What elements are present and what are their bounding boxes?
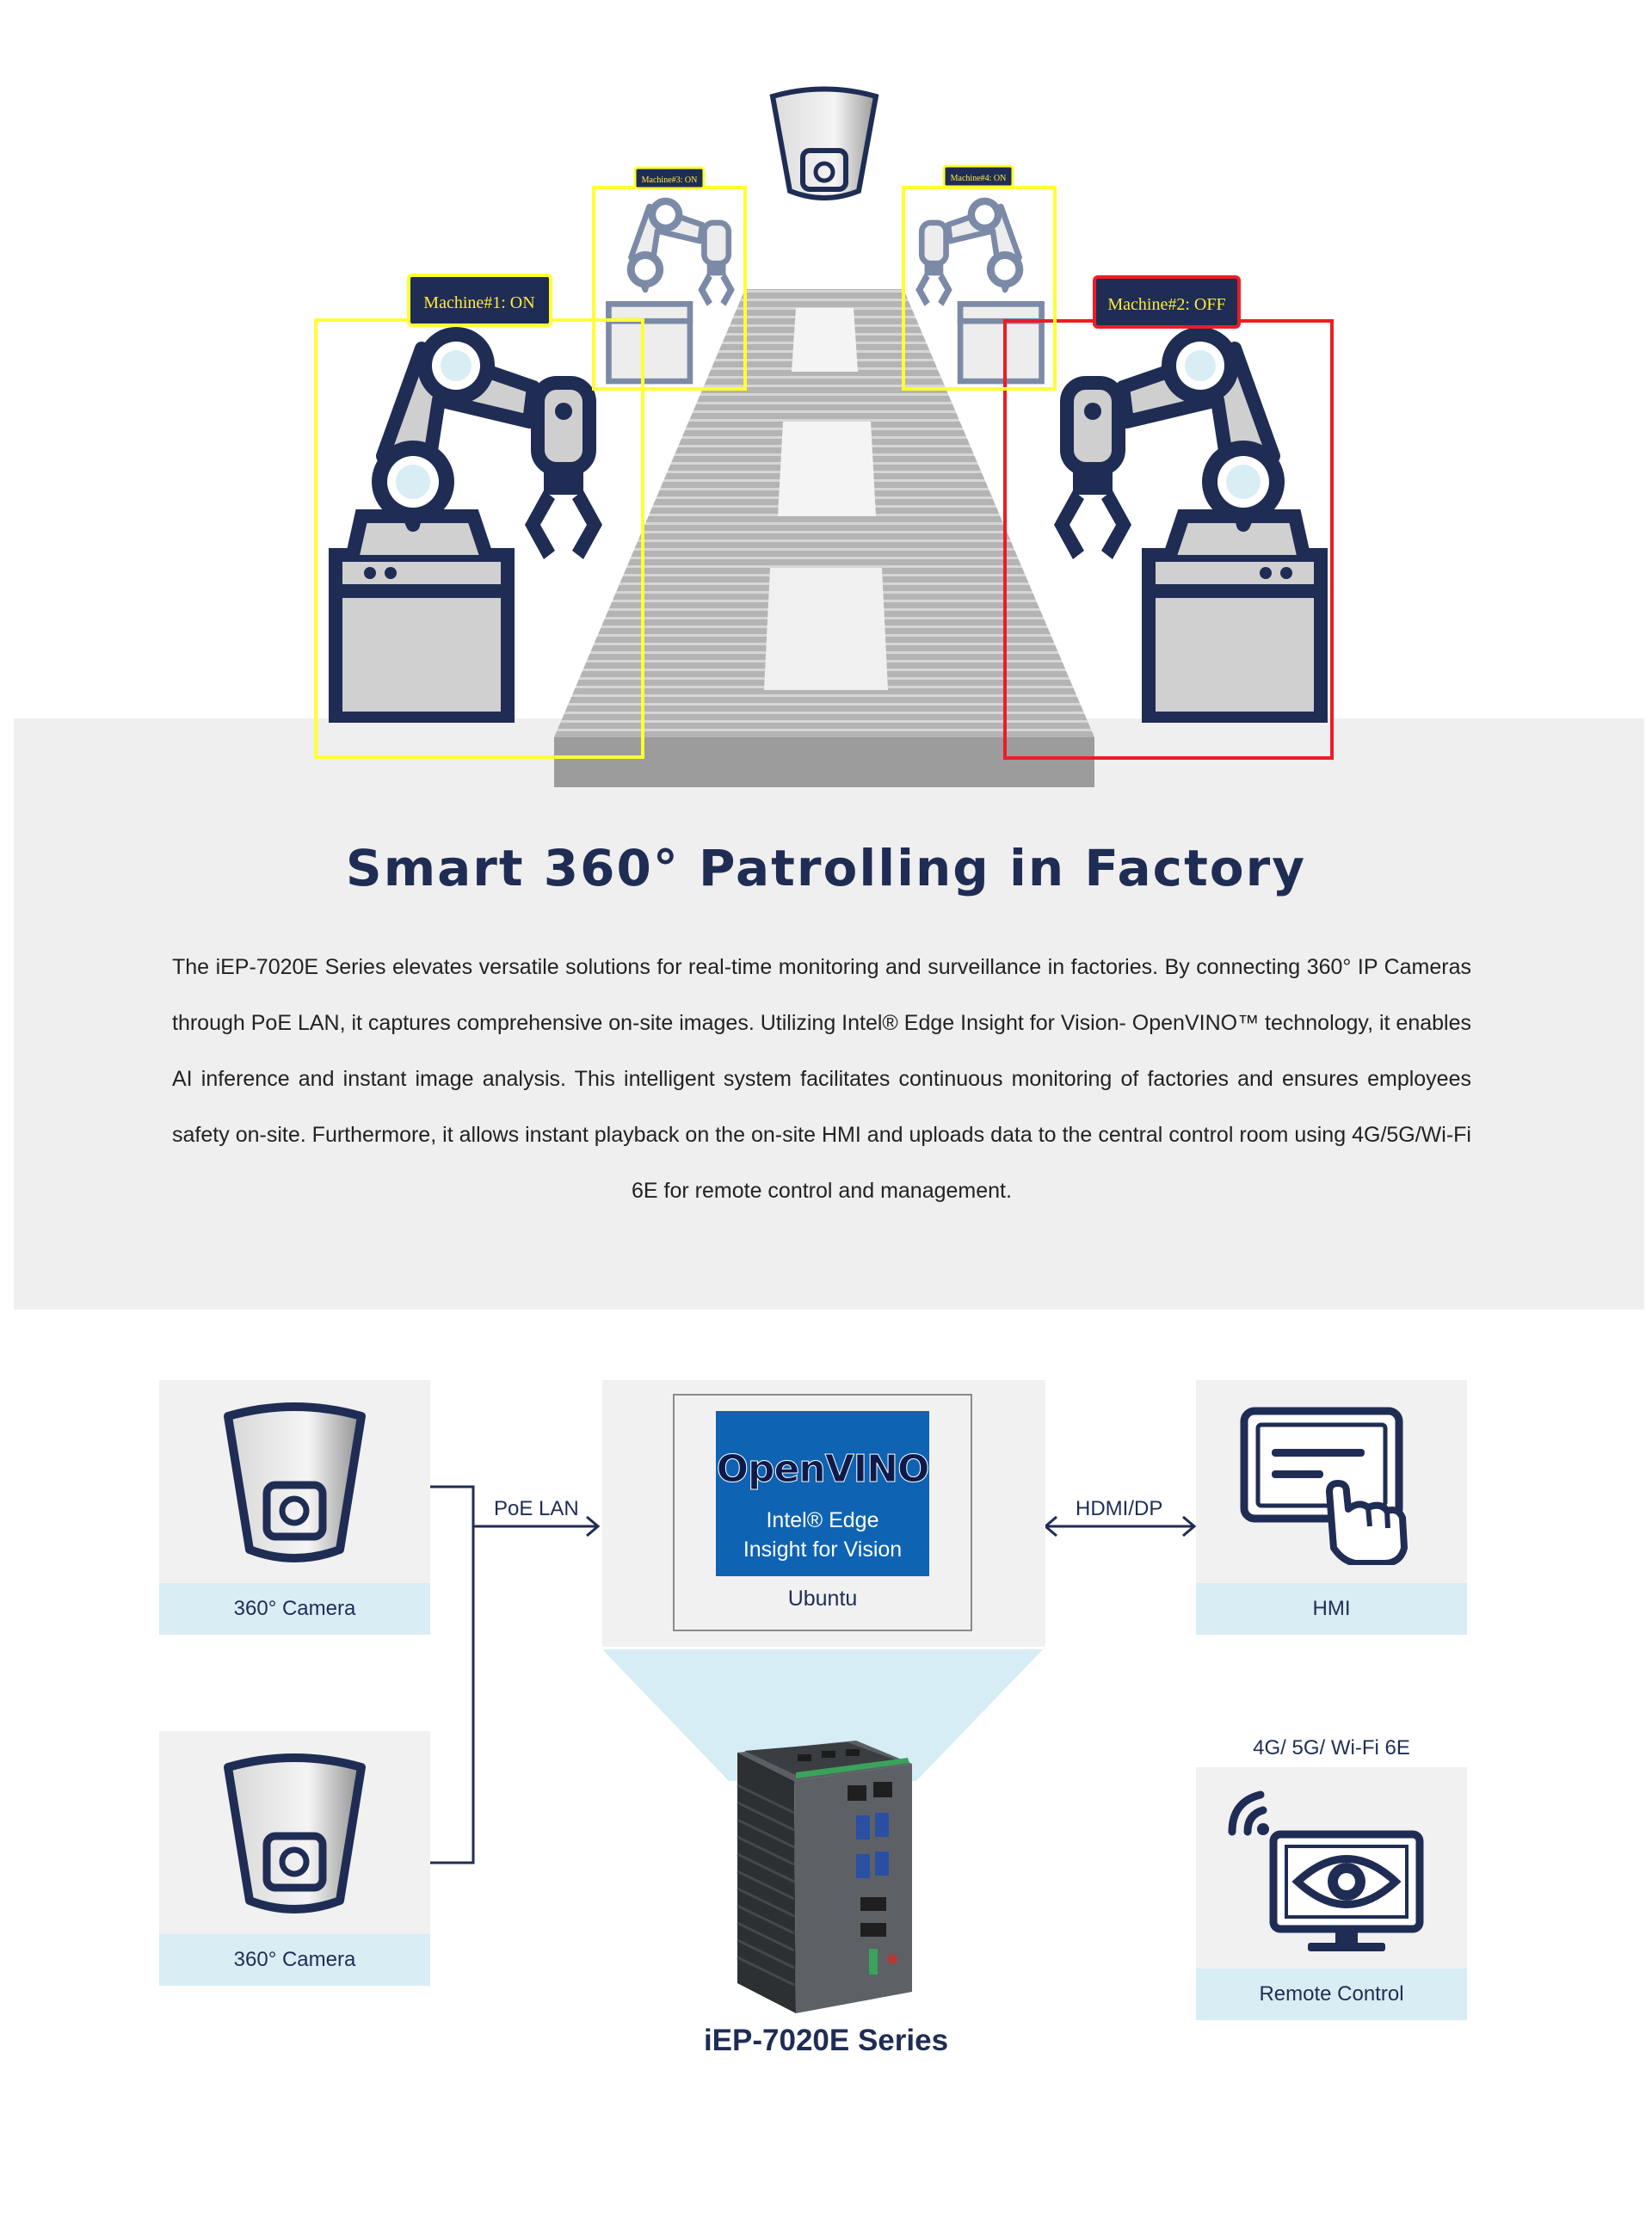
- openvino-logo: OpenVINO: [716, 1447, 930, 1492]
- label-plate-machine-3: [633, 166, 706, 190]
- openvino-line-2: Insight for Vision: [743, 1538, 903, 1562]
- monitor-eye-icon: [1228, 1790, 1424, 1951]
- camera-1-panel: 360° Camera: [159, 1380, 430, 1635]
- label-plate-machine-2: [1093, 275, 1241, 329]
- wifi-signal-icon: [1228, 1790, 1265, 1836]
- machine-1-label: Machine#1: ON: [423, 293, 534, 312]
- device-beam: [602, 1649, 1043, 1781]
- diagram-connectors: [430, 1485, 1197, 1864]
- dome-camera-icon: [224, 1753, 366, 1913]
- ubuntu-label: Ubuntu: [787, 1587, 858, 1611]
- factory-scene: Machine#1: ON Machine#2: OFF Machine#3: …: [314, 86, 1334, 787]
- industrial-pc-icon: [737, 1741, 912, 2013]
- content-band: [14, 718, 1644, 1310]
- openvino-line-1: Intel® Edge: [766, 1508, 879, 1532]
- machine-3-label: Machine#3: ON: [642, 176, 698, 185]
- robot-arm-3: [608, 198, 734, 381]
- hmi-caption: HMI: [1196, 1583, 1467, 1635]
- openvino-subtitle: Intel® Edge Insight for Vision: [716, 1506, 929, 1564]
- boxes: [764, 308, 888, 690]
- device-name: iEP-7020E Series: [703, 2024, 949, 2057]
- remote-control-caption: Remote Control: [1196, 1969, 1467, 2020]
- wireless-label: 4G/ 5G/ Wi-Fi 6E: [1253, 1736, 1410, 1759]
- label-plate-machine-4: [942, 164, 1014, 188]
- openvino-box: OpenVINO Intel® Edge Insight for Vision: [716, 1411, 930, 1576]
- hmi-panel: HMI: [1196, 1380, 1467, 1635]
- touch-screen-icon: [1240, 1407, 1408, 1565]
- camera-1-caption: 360° Camera: [159, 1583, 430, 1635]
- ceiling-camera-icon: [769, 86, 879, 200]
- remote-control-panel: Remote Control: [1196, 1767, 1467, 2020]
- description-paragraph: The iEP-7020E Series elevates versatile …: [172, 955, 1471, 1203]
- hdmi-dp-label: HDMI/DP: [1076, 1497, 1163, 1520]
- camera-bus-line: [430, 1485, 475, 1864]
- page-title: Smart 360° Patrolling in Factory: [345, 839, 1307, 897]
- robot-arm-2: [1054, 327, 1321, 718]
- robot-arm-1: [336, 327, 602, 718]
- camera-2-panel: 360° Camera: [159, 1731, 430, 1986]
- machine-2-label: Machine#2: OFF: [1107, 295, 1225, 314]
- camera-2-caption: 360° Camera: [159, 1934, 430, 1986]
- machine-4-label: Machine#4: ON: [951, 174, 1007, 183]
- dome-camera-icon: [224, 1402, 366, 1562]
- poe-lan-label: PoE LAN: [494, 1497, 579, 1520]
- label-plate-machine-1: [407, 274, 552, 327]
- robot-arm-4: [915, 198, 1041, 381]
